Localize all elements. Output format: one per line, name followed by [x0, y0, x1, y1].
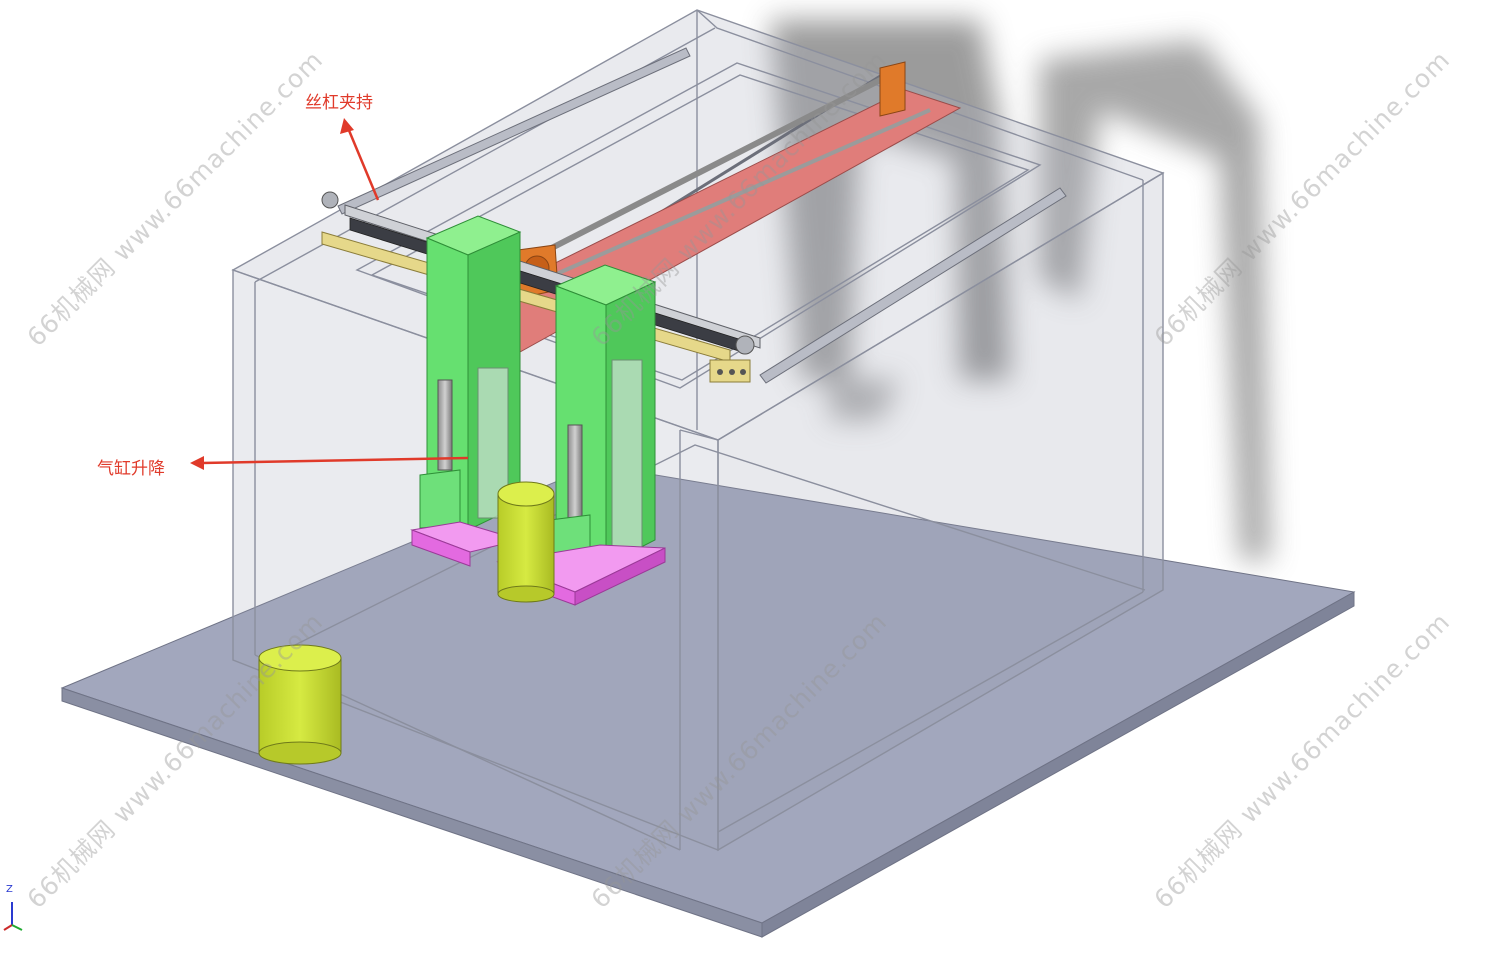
callout-cylinder-lift: 气缸升降 — [97, 459, 165, 479]
base-plate — [60, 464, 1356, 938]
yellow-workpieces — [258, 481, 555, 765]
axis-z-label: Z — [6, 884, 13, 895]
green-lift-frames — [419, 215, 657, 573]
axis-triad — [3, 902, 23, 931]
callout-arrows — [190, 118, 469, 470]
callout-screw-clamp: 丝杠夹持 — [305, 93, 373, 113]
